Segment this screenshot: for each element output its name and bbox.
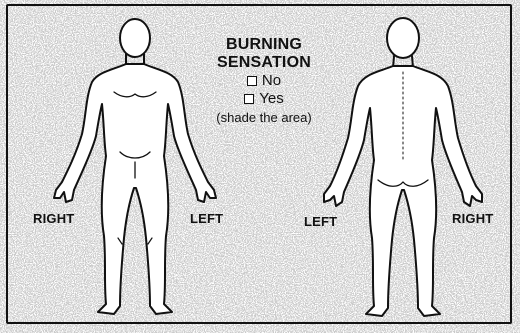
question-heading-line2: SENSATION [200, 54, 328, 72]
option-no-label: No [262, 72, 281, 90]
body-outline-back[interactable] [308, 12, 498, 324]
question-heading-line1: BURNING [200, 36, 328, 54]
shade-instruction: (shade the area) [200, 109, 328, 126]
front-left-label: LEFT [190, 211, 223, 226]
option-yes[interactable]: Yes [200, 90, 328, 108]
no-checkbox[interactable] [247, 76, 257, 86]
option-yes-label: Yes [259, 90, 283, 108]
yes-checkbox[interactable] [244, 94, 254, 104]
burning-sensation-question: BURNING SENSATION No Yes (shade the area… [200, 36, 328, 126]
back-right-label: RIGHT [452, 211, 493, 226]
option-no[interactable]: No [200, 72, 328, 90]
back-left-label: LEFT [304, 214, 337, 229]
front-right-label: RIGHT [33, 211, 74, 226]
